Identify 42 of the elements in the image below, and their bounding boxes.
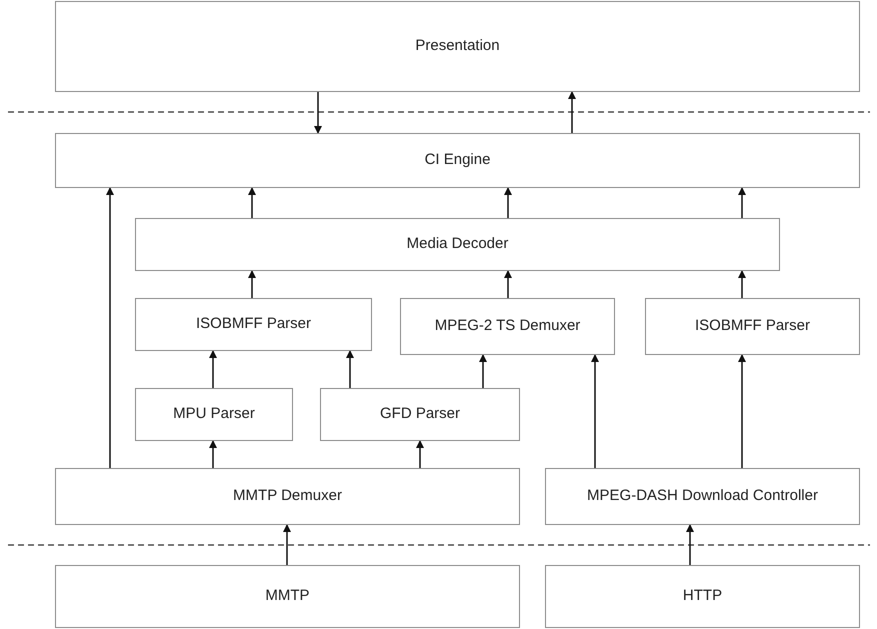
component-box <box>55 133 860 188</box>
box-label: ISOBMFF Parser <box>196 315 311 334</box>
box-label: ISOBMFF Parser <box>694 317 810 336</box>
box-label: MPEG-DASH Download Controller <box>587 487 818 506</box>
component-box <box>320 388 520 441</box>
component-box <box>135 388 293 441</box>
component-box <box>545 565 860 628</box>
arrow <box>591 354 599 468</box>
arrow <box>504 270 512 298</box>
arrow <box>504 187 512 218</box>
box-label: Presentation <box>415 37 500 56</box>
component-box <box>135 298 372 351</box>
box-label: MPU Parser <box>173 405 255 424</box>
box-label: HTTP <box>682 587 722 606</box>
arrow <box>283 524 291 565</box>
box-label: Media Decoder <box>406 235 508 254</box>
arrow <box>209 440 217 468</box>
component-box <box>645 298 860 355</box>
arrow <box>479 354 487 388</box>
arrow <box>738 354 746 468</box>
arrow <box>416 440 424 468</box>
component-box <box>400 298 615 355</box>
arrow <box>248 187 256 218</box>
arrow <box>314 92 322 134</box>
arrow <box>106 187 114 468</box>
arrow <box>738 270 746 298</box>
box-label: GFD Parser <box>380 405 460 424</box>
component-box <box>135 218 780 271</box>
box-label: MPEG-2 TS Demuxer <box>434 317 580 336</box>
arrow <box>346 350 354 388</box>
arrow <box>209 350 217 388</box>
component-box <box>55 1 860 92</box>
arrow <box>738 187 746 218</box>
box-label: MMTP Demuxer <box>233 487 342 506</box>
component-box <box>55 565 520 628</box>
arrow <box>248 270 256 298</box>
arrow <box>686 524 694 565</box>
component-box <box>55 468 520 525</box>
box-label: MMTP <box>265 587 310 606</box>
arrow <box>568 91 576 133</box>
component-box <box>545 468 860 525</box>
box-label: CI Engine <box>424 151 490 170</box>
